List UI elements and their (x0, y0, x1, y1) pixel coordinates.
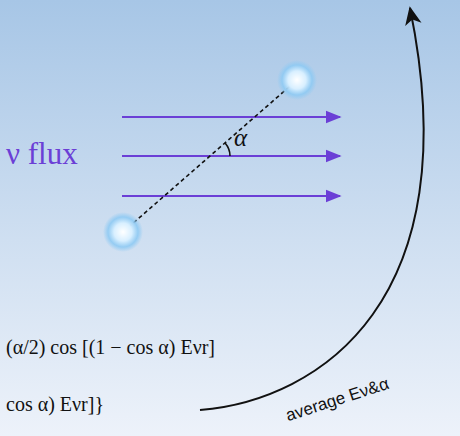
formula-line: (α/2) cos [(1 − cos α) Eνr] (6, 336, 215, 358)
flux-arrow (122, 155, 340, 157)
flux-arrow (122, 116, 340, 118)
angle-arc (225, 143, 230, 156)
arrow-label: average Eν&α (284, 375, 392, 426)
separation-line (123, 80, 297, 232)
angle-label: α (234, 124, 247, 152)
flux-label: ν flux (6, 137, 78, 171)
average-arrow (200, 8, 424, 410)
formula-line: cos α) Eνr]} (6, 393, 104, 415)
particle (277, 60, 317, 100)
flux-arrow (122, 195, 340, 197)
particle (103, 212, 143, 252)
flux-arrows (122, 117, 340, 196)
